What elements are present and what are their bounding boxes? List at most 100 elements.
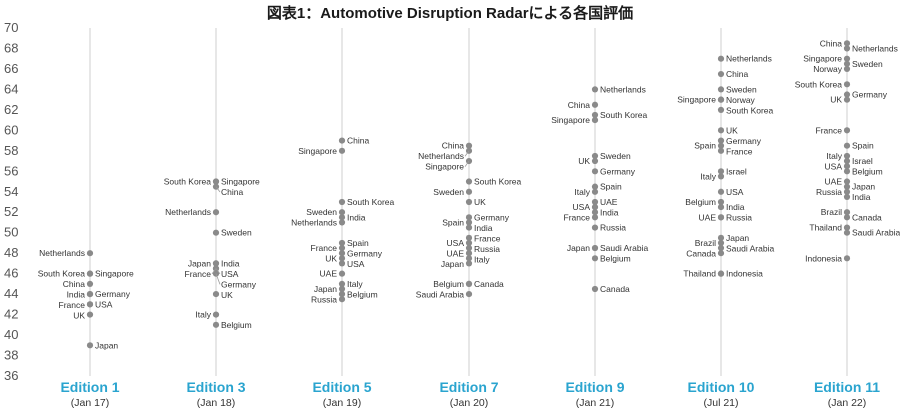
country-label: Spain xyxy=(600,182,622,192)
data-point xyxy=(717,250,725,257)
data-point xyxy=(591,183,599,190)
country-label: Japan xyxy=(188,258,211,268)
data-point xyxy=(843,168,851,175)
data-point xyxy=(843,229,851,236)
country-label: Netherlands xyxy=(726,54,772,64)
data-point xyxy=(465,219,473,226)
data-point xyxy=(843,142,851,149)
data-point xyxy=(591,224,599,231)
data-point xyxy=(717,96,725,103)
data-point xyxy=(843,255,851,262)
country-label: France xyxy=(474,233,501,243)
country-label: Sweden xyxy=(852,59,883,69)
country-label: Russia xyxy=(474,244,500,254)
data-point xyxy=(843,55,851,62)
data-point xyxy=(465,188,473,195)
country-label: UAE xyxy=(447,248,465,258)
edition-date-label: (Jan 18) xyxy=(197,397,236,409)
data-point xyxy=(843,157,851,165)
data-point xyxy=(843,224,851,231)
country-label: Russia xyxy=(311,295,337,305)
country-label: France xyxy=(564,213,591,223)
chart-title: 図表1：Automotive Disruption Radarによる各国評価 xyxy=(266,5,634,22)
country-label: Canada xyxy=(686,248,716,258)
country-label: India xyxy=(347,212,366,222)
data-point xyxy=(338,147,346,154)
data-point xyxy=(717,106,725,113)
country-label: Sweden xyxy=(221,228,252,238)
country-label: Singapore xyxy=(95,269,134,279)
country-label: Thailand xyxy=(683,269,716,279)
country-label: Belgium xyxy=(685,197,716,207)
country-label: UK xyxy=(830,95,842,105)
data-point xyxy=(338,137,346,144)
country-label: Netherlands xyxy=(165,207,211,217)
data-point xyxy=(717,188,725,195)
country-label: India xyxy=(67,290,86,300)
country-label: Singapore xyxy=(298,146,337,156)
country-label: China xyxy=(442,141,464,151)
data-point xyxy=(465,224,473,231)
data-point xyxy=(338,255,346,262)
country-label: Saudi Arabia xyxy=(726,243,774,253)
country-label: Russia xyxy=(600,223,626,233)
country-label: Germany xyxy=(852,90,888,100)
data-point xyxy=(465,142,473,149)
y-tick-label: 54 xyxy=(4,184,18,199)
country-label: South Korea xyxy=(347,197,395,207)
data-point xyxy=(591,204,599,211)
y-tick-label: 56 xyxy=(4,163,18,178)
country-label: UK xyxy=(578,156,590,166)
country-label: Italy xyxy=(195,310,211,320)
data-point xyxy=(212,311,220,318)
data-point xyxy=(212,291,220,298)
data-point xyxy=(843,163,851,170)
data-point xyxy=(86,280,94,287)
country-label: Thailand xyxy=(809,223,842,233)
country-label: UK xyxy=(474,197,486,207)
country-label: Belgium xyxy=(221,320,252,330)
data-point xyxy=(717,55,725,62)
country-label: Germany xyxy=(347,248,383,258)
country-label: South Korea xyxy=(38,269,86,279)
data-point xyxy=(86,342,94,349)
country-label: Brazil xyxy=(821,207,842,217)
country-label: Indonesia xyxy=(805,253,842,263)
edition-date-label: (Jul 21) xyxy=(703,397,738,409)
country-label: France xyxy=(816,125,843,135)
data-point xyxy=(465,147,473,154)
country-label: Belgium xyxy=(600,254,631,264)
edition-date-label: (Jan 19) xyxy=(323,397,362,409)
country-label: Sweden xyxy=(726,84,757,94)
label-leader-line xyxy=(464,150,470,157)
data-point xyxy=(465,260,473,267)
data-point xyxy=(86,311,94,318)
data-point xyxy=(465,178,473,185)
data-point xyxy=(465,280,473,287)
data-point xyxy=(338,270,346,277)
country-label: China xyxy=(221,187,243,197)
y-tick-label: 70 xyxy=(4,20,18,35)
y-tick-label: 62 xyxy=(4,102,18,117)
country-label: China xyxy=(347,136,369,146)
country-label: France xyxy=(726,146,753,156)
data-point xyxy=(717,168,725,175)
country-label: UK xyxy=(73,311,85,321)
data-point xyxy=(338,209,346,216)
edition-date-label: (Jan 17) xyxy=(71,397,110,409)
data-point xyxy=(843,178,851,185)
data-point xyxy=(591,198,599,206)
data-point xyxy=(843,183,851,190)
country-label: Israel xyxy=(726,166,747,176)
data-point xyxy=(843,152,851,160)
label-leader-line xyxy=(215,273,221,285)
y-tick-label: 50 xyxy=(4,225,18,240)
data-point xyxy=(338,244,346,252)
country-label: India xyxy=(221,258,240,268)
data-point xyxy=(591,86,599,93)
edition-label: Edition 1 xyxy=(60,379,119,395)
data-point xyxy=(86,250,94,257)
data-point xyxy=(717,86,725,93)
y-tick-label: 38 xyxy=(4,348,18,363)
country-label: USA xyxy=(573,202,591,212)
